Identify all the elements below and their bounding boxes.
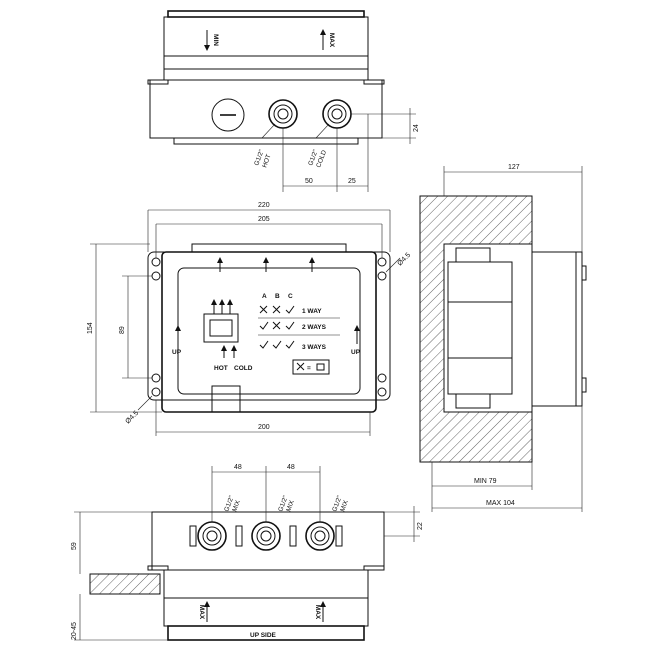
- side-view: 127 MIN 79 MAX 104: [419, 164, 587, 512]
- front-up-right: UP: [351, 349, 361, 356]
- inlet-cold-label: COLD: [234, 365, 253, 372]
- bottom-dim-wall: 20-45: [71, 622, 78, 640]
- bottom-dim-22: 22: [417, 522, 424, 530]
- top-min-marker: MIN: [204, 30, 219, 51]
- mount-hole-bl: [151, 373, 161, 397]
- bottom-port-3-name: MIX: [339, 499, 350, 513]
- side-dim-127: 127: [508, 164, 520, 171]
- col-b: B: [275, 293, 280, 300]
- mount-hole-br: [377, 373, 387, 397]
- top-min-label: MIN: [212, 34, 219, 46]
- top-max-marker: MAX: [320, 29, 335, 50]
- bottom-view: G1/2" MIX G1/2" MIX G1/2" MIX MAX MAX UP…: [71, 464, 424, 641]
- up-side-label: UP SIDE: [250, 632, 277, 639]
- bottom-dim-59: 59: [71, 542, 78, 550]
- top-hot-port: [268, 99, 298, 129]
- bottom-dim-48-a: 48: [234, 464, 242, 471]
- front-dim-dia-top: Ø4.5: [396, 252, 412, 268]
- col-c: C: [288, 293, 293, 300]
- top-max-label: MAX: [328, 33, 335, 48]
- front-up-left: UP: [172, 349, 182, 356]
- side-dim-max: MAX 104: [486, 500, 515, 507]
- mount-hole-tl: [151, 257, 161, 281]
- bottom-port-2: [251, 521, 281, 551]
- front-dim-154: 154: [87, 322, 94, 334]
- legend-box: =: [292, 359, 330, 375]
- bottom-port-2-name: MIX: [285, 499, 296, 513]
- front-dim-200: 200: [258, 424, 270, 431]
- bottom-port-3: [305, 521, 335, 551]
- way-1-label: 1 WAY: [302, 308, 322, 315]
- mount-hole-tr: [377, 257, 387, 281]
- front-view: UP UP HOT COLD A B C 1 WAY: [87, 202, 412, 436]
- bottom-max-right: MAX: [314, 601, 326, 622]
- inlet-hot-label: HOT: [214, 365, 228, 372]
- cartridge-schematic: [203, 299, 239, 358]
- legend-equals: =: [307, 365, 311, 372]
- row-2-ways-icons: [259, 321, 295, 330]
- top-hot-name: HOT: [261, 153, 272, 168]
- top-dim-25: 25: [348, 178, 356, 185]
- top-view: MIN MAX G1/2" HOT G1/2" COLD: [147, 10, 420, 192]
- bottom-dim-48-b: 48: [287, 464, 295, 471]
- front-dim-220: 220: [258, 202, 270, 209]
- row-3-ways-icons: [259, 340, 295, 349]
- bottom-max-left: MAX: [198, 601, 210, 622]
- top-dim-24: 24: [413, 124, 420, 132]
- way-3-label: 3 WAYS: [302, 344, 327, 351]
- bottom-max-left-label: MAX: [198, 605, 205, 620]
- side-dim-min: MIN 79: [474, 478, 497, 485]
- front-dim-89: 89: [119, 326, 126, 334]
- bottom-port-1-name: MIX: [231, 499, 242, 513]
- top-cold-port: [322, 99, 352, 129]
- top-dim-50: 50: [305, 178, 313, 185]
- col-a: A: [262, 293, 267, 300]
- bottom-max-right-label: MAX: [314, 605, 321, 620]
- bottom-port-1: [197, 521, 227, 551]
- plug-circle: [211, 98, 245, 132]
- front-dim-205: 205: [258, 216, 270, 223]
- row-1-way-icons: [259, 305, 295, 314]
- way-2-label: 2 WAYS: [302, 324, 327, 331]
